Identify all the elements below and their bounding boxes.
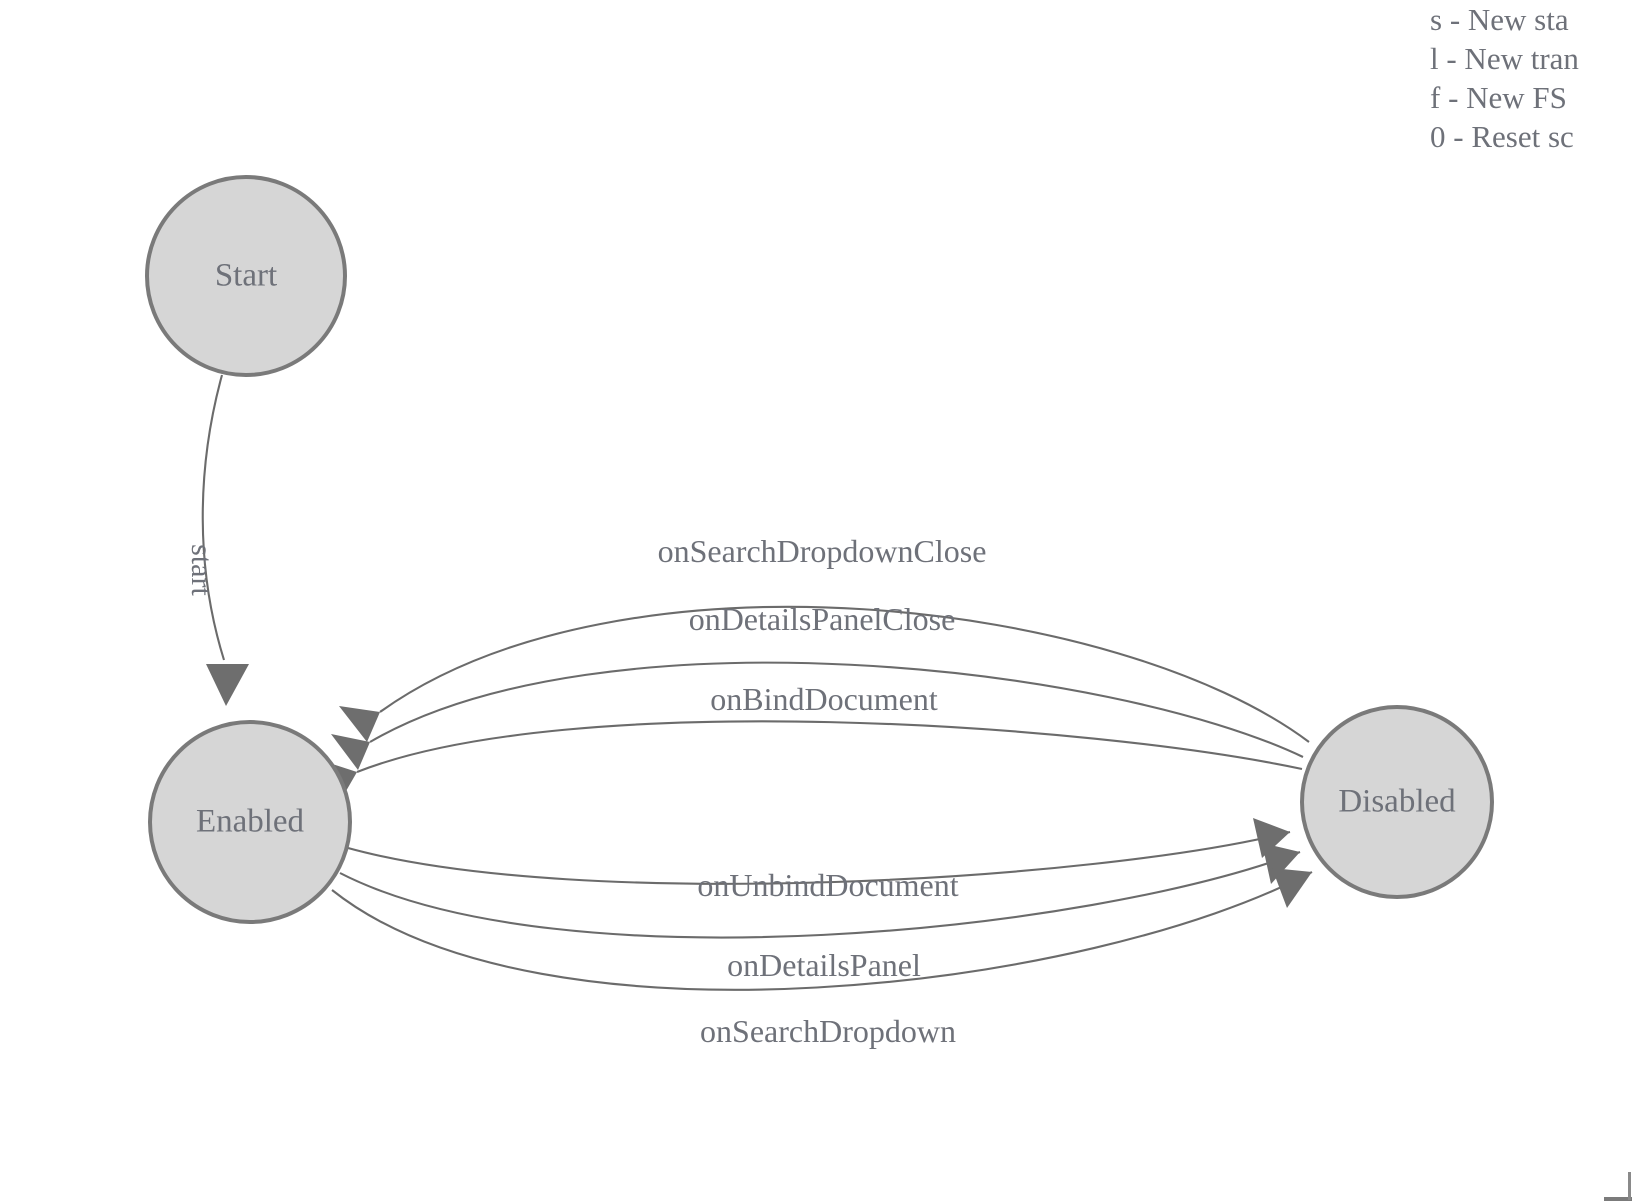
transition-label-onDetailsPanelClose: onDetailsPanelClose (689, 601, 956, 637)
transition-path (201, 374, 226, 661)
transition-path (331, 871, 1313, 991)
vertical-scrollbar-corner[interactable] (1628, 1172, 1631, 1200)
state-circle[interactable] (145, 175, 347, 377)
state-label: Start (215, 258, 277, 294)
transition-label-start: start (185, 544, 218, 596)
shortcut-new-transition: l - New tran (1430, 41, 1579, 76)
state-node-enabled[interactable]: Enabled (148, 720, 352, 924)
state-node-start[interactable]: Start (145, 175, 347, 377)
arrowhead-icon (339, 706, 380, 742)
transition-start[interactable] (201, 374, 249, 706)
arrowhead-icon (206, 664, 249, 706)
transition-label-onUnbindDocument: onUnbindDocument (697, 867, 958, 903)
state-node-disabled[interactable]: Disabled (1300, 705, 1494, 899)
state-circle[interactable] (1300, 705, 1494, 899)
transition-label-onSearchDropdown: onSearchDropdown (700, 1013, 956, 1049)
transition-onDetailsPanelClose[interactable] (331, 661, 1304, 770)
arrowhead-icon (1253, 818, 1290, 858)
transition-onSearchDropdown[interactable] (331, 868, 1313, 991)
transition-path (356, 720, 1303, 773)
transition-label-onBindDocument: onBindDocument (710, 681, 938, 717)
transition-path (339, 851, 1301, 939)
transition-onBindDocument[interactable] (320, 720, 1303, 798)
keyboard-shortcuts-legend: s - New sta l - New tran f - New FS 0 - … (1430, 0, 1632, 150)
shortcut-reset-scale: 0 - Reset sc (1430, 119, 1574, 150)
state-label: Enabled (196, 804, 305, 840)
transition-path (369, 661, 1304, 758)
transition-label-onDetailsPanel: onDetailsPanel (727, 947, 921, 983)
transition-onUnbindDocument[interactable] (347, 818, 1291, 885)
arrowhead-icon (331, 734, 370, 770)
shortcut-new-state: s - New sta (1430, 2, 1569, 37)
state-circle[interactable] (148, 720, 352, 924)
transition-path (347, 830, 1291, 885)
transition-onSearchDropdownClose[interactable] (339, 605, 1310, 743)
shortcut-new-fsm: f - New FS (1430, 80, 1567, 115)
arrowhead-icon (1272, 868, 1312, 908)
horizontal-scrollbar-corner[interactable] (1604, 1197, 1632, 1201)
transition-path (379, 605, 1310, 743)
arrowhead-icon (1262, 843, 1300, 884)
state-label: Disabled (1338, 784, 1456, 820)
transition-label-onSearchDropdownClose: onSearchDropdownClose (658, 533, 987, 569)
transition-onDetailsPanel[interactable] (339, 843, 1301, 939)
